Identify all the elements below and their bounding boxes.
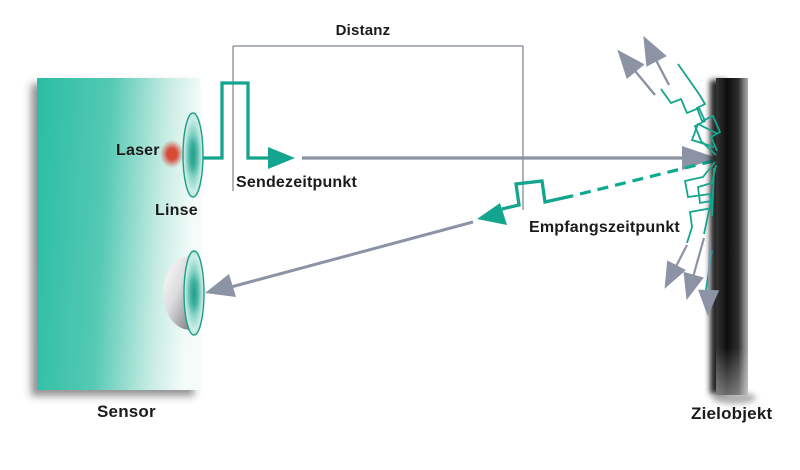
scatter-arrow-up-2 (617, 49, 656, 96)
return-beam-arrowhead (205, 274, 236, 297)
transmit-lens-icon (182, 112, 204, 198)
scatter-zigzag-down-1 (683, 161, 716, 244)
scatter-zigzag-up-1 (677, 63, 722, 152)
label-sendezeitpunkt: Sendezeitpunkt (236, 174, 358, 191)
scatter-zigzag-up-3 (690, 122, 719, 148)
laser-dot-icon (160, 140, 184, 168)
send-pulse-arrowhead (268, 147, 295, 169)
send-pulse (201, 81, 295, 169)
return-beam (205, 220, 474, 297)
label-distanz: Distanz (335, 22, 391, 39)
scatter-arrow-up-1 (643, 35, 671, 86)
receive-lens-icon (163, 250, 205, 336)
scatter-zigzag-down-3 (711, 167, 715, 217)
scatter-reflections (617, 35, 722, 317)
scatter-arrow-down-1 (664, 244, 688, 289)
outgoing-beam (302, 146, 717, 170)
receiver-dome (163, 256, 190, 330)
outgoing-beam-arrowhead (682, 146, 717, 170)
label-linse: Linse (155, 202, 198, 219)
label-laser: Laser (116, 142, 160, 159)
label-zielobjekt: Zielobjekt (691, 404, 773, 423)
reflected-dashed-ray (571, 159, 714, 198)
target-wall (710, 78, 756, 404)
sensor-box (37, 78, 200, 390)
scatter-arrow-down-2 (683, 237, 706, 301)
receive-pulse (477, 179, 573, 225)
label-empfangszeitpunkt: Empfangszeitpunkt (529, 219, 680, 236)
scatter-zigzag-up-2 (660, 88, 717, 156)
label-sensor: Sensor (97, 402, 156, 421)
scatter-arrow-down-3 (698, 241, 720, 317)
receive-pulse-arrowhead (477, 203, 507, 225)
scatter-zigzag-down-2 (697, 164, 717, 235)
